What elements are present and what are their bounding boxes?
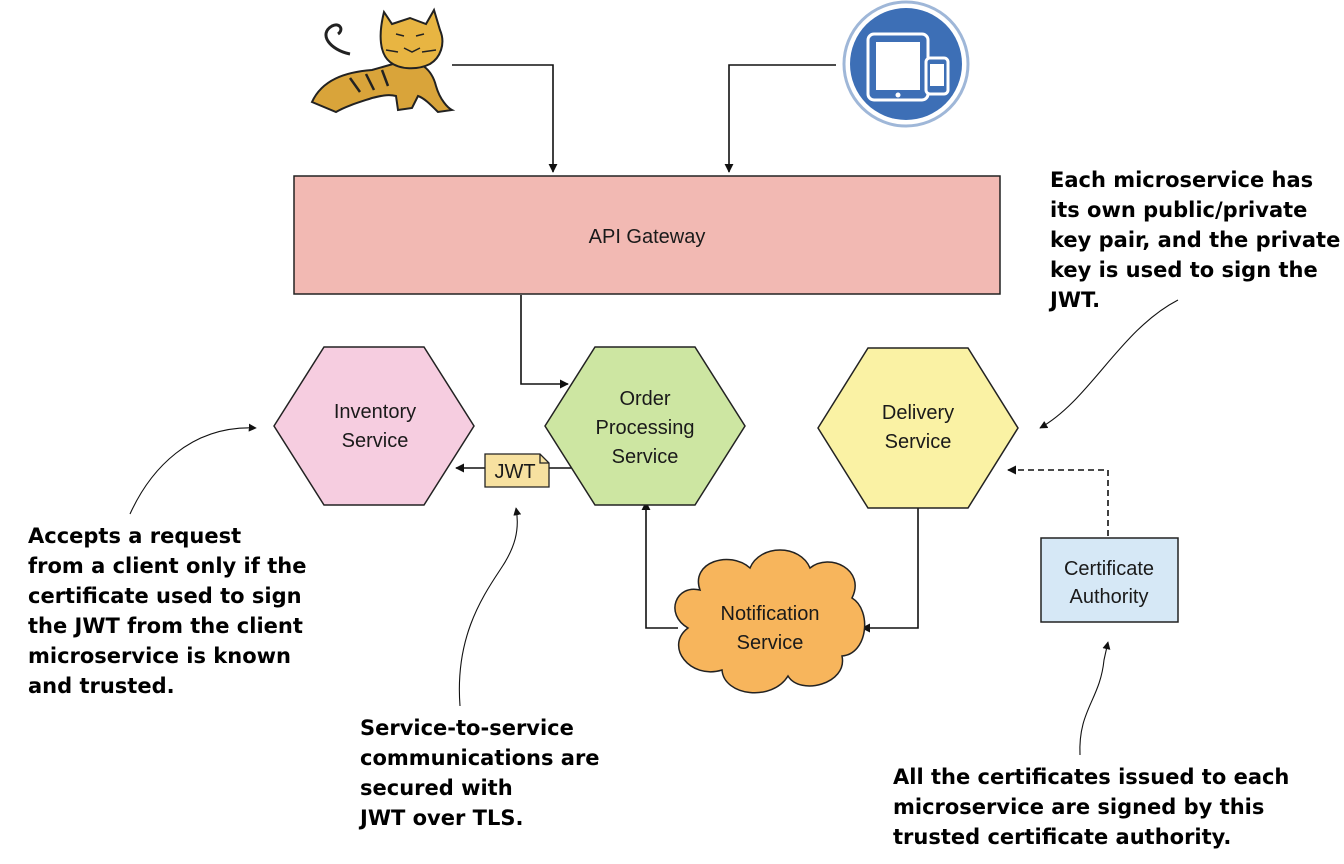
note-s2s-line: Service-to-service (360, 716, 574, 740)
notification-label-line1: Notification (721, 603, 820, 625)
note-accepts-line: the JWT from the client (28, 614, 303, 638)
note-accepts-line: Accepts a request (28, 524, 241, 548)
note-keypair-line: key pair, and the private (1050, 228, 1340, 252)
tablet-phone-icon (842, 0, 970, 128)
annotation-arrow-certs (1079, 641, 1111, 756)
note-keypair-line: key is used to sign the (1050, 258, 1318, 282)
ca-label-line2: Authority (1070, 586, 1149, 608)
note-accepts-line: and trusted. (28, 674, 175, 698)
order-processing-service-node: Order Processing Service (544, 346, 746, 506)
note-certs: All the certificates issued to each micr… (893, 765, 1289, 849)
ca-label-line1: Certificate (1064, 558, 1154, 580)
order-label-line1: Order (619, 388, 670, 410)
inventory-label-line2: Service (342, 430, 409, 452)
edge-tomcat-to-gateway (452, 64, 558, 173)
note-certs-line: microservice are signed by this (893, 795, 1264, 819)
notification-label-line2: Service (737, 632, 804, 654)
certificate-authority-node: Certificate Authority (1040, 537, 1179, 623)
order-label-line2: Processing (596, 417, 695, 439)
edge-devices-to-gateway (724, 64, 836, 173)
note-accepts: Accepts a request from a client only if … (28, 524, 306, 698)
note-s2s: Service-to-service communications are se… (358, 716, 600, 830)
note-keypair-line: Each microservice has (1050, 168, 1313, 192)
note-keypair-line: its own public/private (1050, 198, 1307, 222)
annotation-arrow-keypair (1039, 299, 1179, 429)
edge-gateway-to-order (520, 295, 569, 389)
api-gateway-node: API Gateway (293, 175, 1001, 295)
edge-notification-to-order (641, 501, 678, 629)
api-gateway-label: API Gateway (589, 226, 706, 248)
inventory-label-line1: Inventory (334, 401, 416, 423)
delivery-label-line2: Service (885, 431, 952, 453)
edge-ca-to-delivery (1007, 465, 1109, 536)
edge-delivery-to-notification (861, 508, 919, 633)
note-s2s-line: JWT over TLS. (358, 806, 523, 830)
note-accepts-line: microservice is known (28, 644, 291, 668)
delivery-label-line1: Delivery (882, 402, 954, 424)
tomcat-cat-icon (310, 7, 456, 114)
inventory-service-node: Inventory Service (273, 346, 475, 506)
note-s2s-line: secured with (360, 776, 513, 800)
delivery-service-node: Delivery Service (817, 347, 1019, 509)
order-label-line3: Service (612, 446, 679, 468)
jwt-token-node: JWT (484, 453, 550, 488)
jwt-label: JWT (494, 461, 535, 483)
note-accepts-line: certificate used to sign (28, 584, 302, 608)
notification-service-node: Notification Service (674, 549, 866, 694)
note-keypair-line: JWT. (1048, 288, 1100, 312)
note-certs-line: All the certificates issued to each (893, 765, 1289, 789)
note-accepts-line: from a client only if the (28, 554, 306, 578)
note-certs-line: trusted certificate authority. (893, 825, 1231, 849)
note-keypair: Each microservice has its own public/pri… (1048, 168, 1340, 312)
note-s2s-line: communications are (360, 746, 600, 770)
annotation-arrow-accepts (129, 423, 257, 515)
annotation-arrow-s2s (458, 507, 522, 707)
